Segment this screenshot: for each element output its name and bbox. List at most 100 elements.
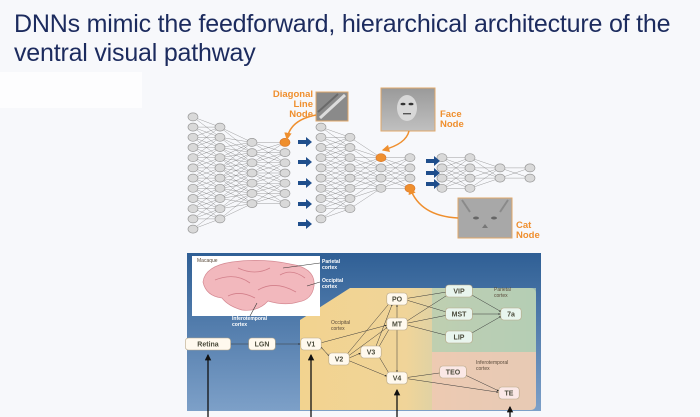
area-box bbox=[498, 386, 520, 400]
network-node bbox=[279, 199, 291, 208]
area-box bbox=[445, 330, 473, 344]
network-node bbox=[375, 183, 387, 193]
area-v3: V3 bbox=[360, 345, 382, 359]
network-edge bbox=[469, 157, 501, 169]
network-edge bbox=[349, 137, 382, 158]
network-node bbox=[315, 183, 327, 193]
network-node bbox=[315, 132, 327, 142]
area-box bbox=[500, 307, 522, 321]
connection-v3-v4 bbox=[378, 356, 390, 375]
network-node bbox=[187, 163, 199, 173]
network-node bbox=[464, 153, 476, 163]
highlighted-node bbox=[279, 138, 291, 147]
network-node bbox=[279, 189, 291, 198]
network-node bbox=[315, 122, 327, 132]
area-po: PO bbox=[386, 292, 408, 306]
network-node bbox=[315, 214, 327, 224]
network-edge bbox=[192, 157, 221, 179]
cat-label-1: Cat bbox=[516, 220, 532, 231]
connection-v2-v4 bbox=[349, 360, 387, 377]
network-edge bbox=[219, 203, 253, 220]
connection-mt-mst bbox=[407, 314, 449, 324]
network-node bbox=[436, 183, 448, 193]
network-node bbox=[246, 189, 258, 198]
network-edge bbox=[219, 137, 253, 143]
network-edge bbox=[192, 188, 221, 209]
cat-pointer bbox=[408, 186, 459, 219]
area-label: TE bbox=[505, 391, 514, 398]
network-edge bbox=[349, 177, 382, 199]
network-node bbox=[246, 158, 258, 168]
network-node bbox=[187, 112, 199, 122]
face-label-1: Face bbox=[440, 109, 462, 120]
network-edge bbox=[349, 167, 382, 189]
network-node bbox=[494, 173, 506, 183]
network-node bbox=[344, 153, 356, 163]
area-mst: MST bbox=[445, 307, 473, 321]
network-node bbox=[344, 183, 356, 193]
area-label: TEO bbox=[446, 370, 461, 377]
network-edge bbox=[219, 183, 253, 199]
network-node bbox=[279, 148, 291, 157]
network-node bbox=[187, 194, 199, 203]
area-lgn: LGN bbox=[248, 337, 276, 351]
network-edge bbox=[219, 126, 253, 143]
connection-v2-v3 bbox=[349, 353, 361, 358]
area-box bbox=[248, 337, 276, 351]
network-node bbox=[246, 168, 258, 178]
flow-arrow-icon bbox=[426, 156, 440, 166]
network-edge bbox=[219, 172, 253, 189]
network-node bbox=[246, 178, 258, 188]
brain-it-label-1: Inferotemporal bbox=[232, 316, 268, 322]
network-edge bbox=[349, 167, 382, 179]
network-node bbox=[246, 148, 258, 157]
network-edge bbox=[251, 183, 286, 194]
network-edge bbox=[251, 152, 286, 163]
network-edge bbox=[320, 177, 351, 199]
network-node bbox=[187, 143, 199, 152]
area-label: 7a bbox=[507, 312, 515, 319]
network-node bbox=[279, 168, 291, 178]
network-edge bbox=[251, 142, 286, 153]
cat-image bbox=[457, 197, 513, 239]
flow-arrow-icon bbox=[426, 168, 440, 178]
network-node bbox=[187, 183, 199, 193]
network-edge bbox=[192, 167, 221, 189]
network-edge bbox=[349, 177, 382, 189]
network-edge bbox=[349, 188, 382, 209]
highlighted-node bbox=[375, 153, 387, 163]
face-label-2: Node bbox=[440, 119, 464, 130]
network-node bbox=[187, 173, 199, 183]
connection-v2-mt bbox=[348, 326, 388, 357]
connection-po-mst bbox=[407, 300, 449, 314]
network-node bbox=[344, 204, 356, 214]
connection-po-vip bbox=[407, 291, 449, 299]
area-box bbox=[300, 337, 322, 351]
area-box bbox=[386, 292, 408, 306]
network-node bbox=[315, 204, 327, 214]
network-node bbox=[375, 173, 387, 183]
network-edge bbox=[349, 157, 382, 169]
area-label: V3 bbox=[367, 350, 376, 357]
parietal-region-label-1: Parietal bbox=[494, 287, 511, 293]
network-edge bbox=[320, 188, 351, 209]
it-region-label-2: cortex bbox=[476, 366, 490, 372]
diagonal-line-image bbox=[315, 91, 349, 122]
network-node bbox=[344, 194, 356, 203]
network-edge bbox=[349, 188, 382, 199]
network-edge bbox=[219, 142, 253, 158]
area-lip: LIP bbox=[445, 330, 473, 344]
network-edge bbox=[219, 142, 253, 169]
network-node bbox=[214, 214, 226, 224]
network-edge bbox=[441, 167, 471, 189]
connection-v2-v1 bbox=[320, 346, 330, 357]
area-label: V4 bbox=[393, 376, 402, 383]
network-node bbox=[187, 224, 199, 234]
occipital-pointer bbox=[306, 281, 321, 287]
flow-arrow-icon bbox=[426, 179, 440, 189]
connection-v1-mt bbox=[321, 324, 387, 343]
area-label: MT bbox=[392, 322, 403, 329]
flow-arrow-icon bbox=[298, 219, 312, 229]
